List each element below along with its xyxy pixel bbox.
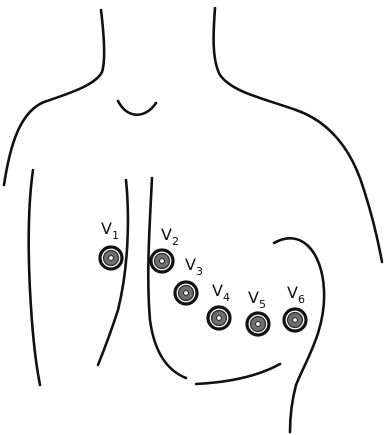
torso-outline xyxy=(4,8,382,432)
electrode-v1 xyxy=(100,247,122,269)
sternal-notch-line xyxy=(118,101,156,115)
electrode-v6 xyxy=(284,309,306,331)
sternum-line xyxy=(148,178,186,378)
label-v5: V5 xyxy=(248,288,266,311)
label-v6-number: 6 xyxy=(298,293,305,306)
label-v4-letter: V xyxy=(212,281,223,300)
electrode-v2 xyxy=(151,250,173,272)
label-v6: V6 xyxy=(287,283,305,306)
lower-chest-line xyxy=(196,364,280,384)
label-v4: V4 xyxy=(212,281,230,304)
label-v1-letter: V xyxy=(101,219,112,238)
label-v3-letter: V xyxy=(185,255,196,274)
label-v3: V3 xyxy=(185,255,203,278)
label-v6-letter: V xyxy=(287,283,298,302)
left-chest-line xyxy=(98,180,128,365)
label-v3-number: 3 xyxy=(196,265,203,278)
label-v5-letter: V xyxy=(248,288,259,307)
left-arm-line xyxy=(29,170,40,385)
label-v1: V1 xyxy=(101,219,119,242)
label-v5-number: 5 xyxy=(259,298,266,311)
right-arm-line xyxy=(274,238,324,432)
electrode-v5 xyxy=(247,313,269,335)
electrode-v3 xyxy=(175,282,197,304)
electrode-v4 xyxy=(208,307,230,329)
neck-left-line xyxy=(4,10,104,185)
label-v2-number: 2 xyxy=(172,235,179,248)
label-v2-letter: V xyxy=(161,225,172,244)
neck-right-line xyxy=(214,8,382,262)
label-v4-number: 4 xyxy=(223,291,230,304)
label-v2: V2 xyxy=(161,225,179,248)
label-v1-number: 1 xyxy=(112,229,119,242)
